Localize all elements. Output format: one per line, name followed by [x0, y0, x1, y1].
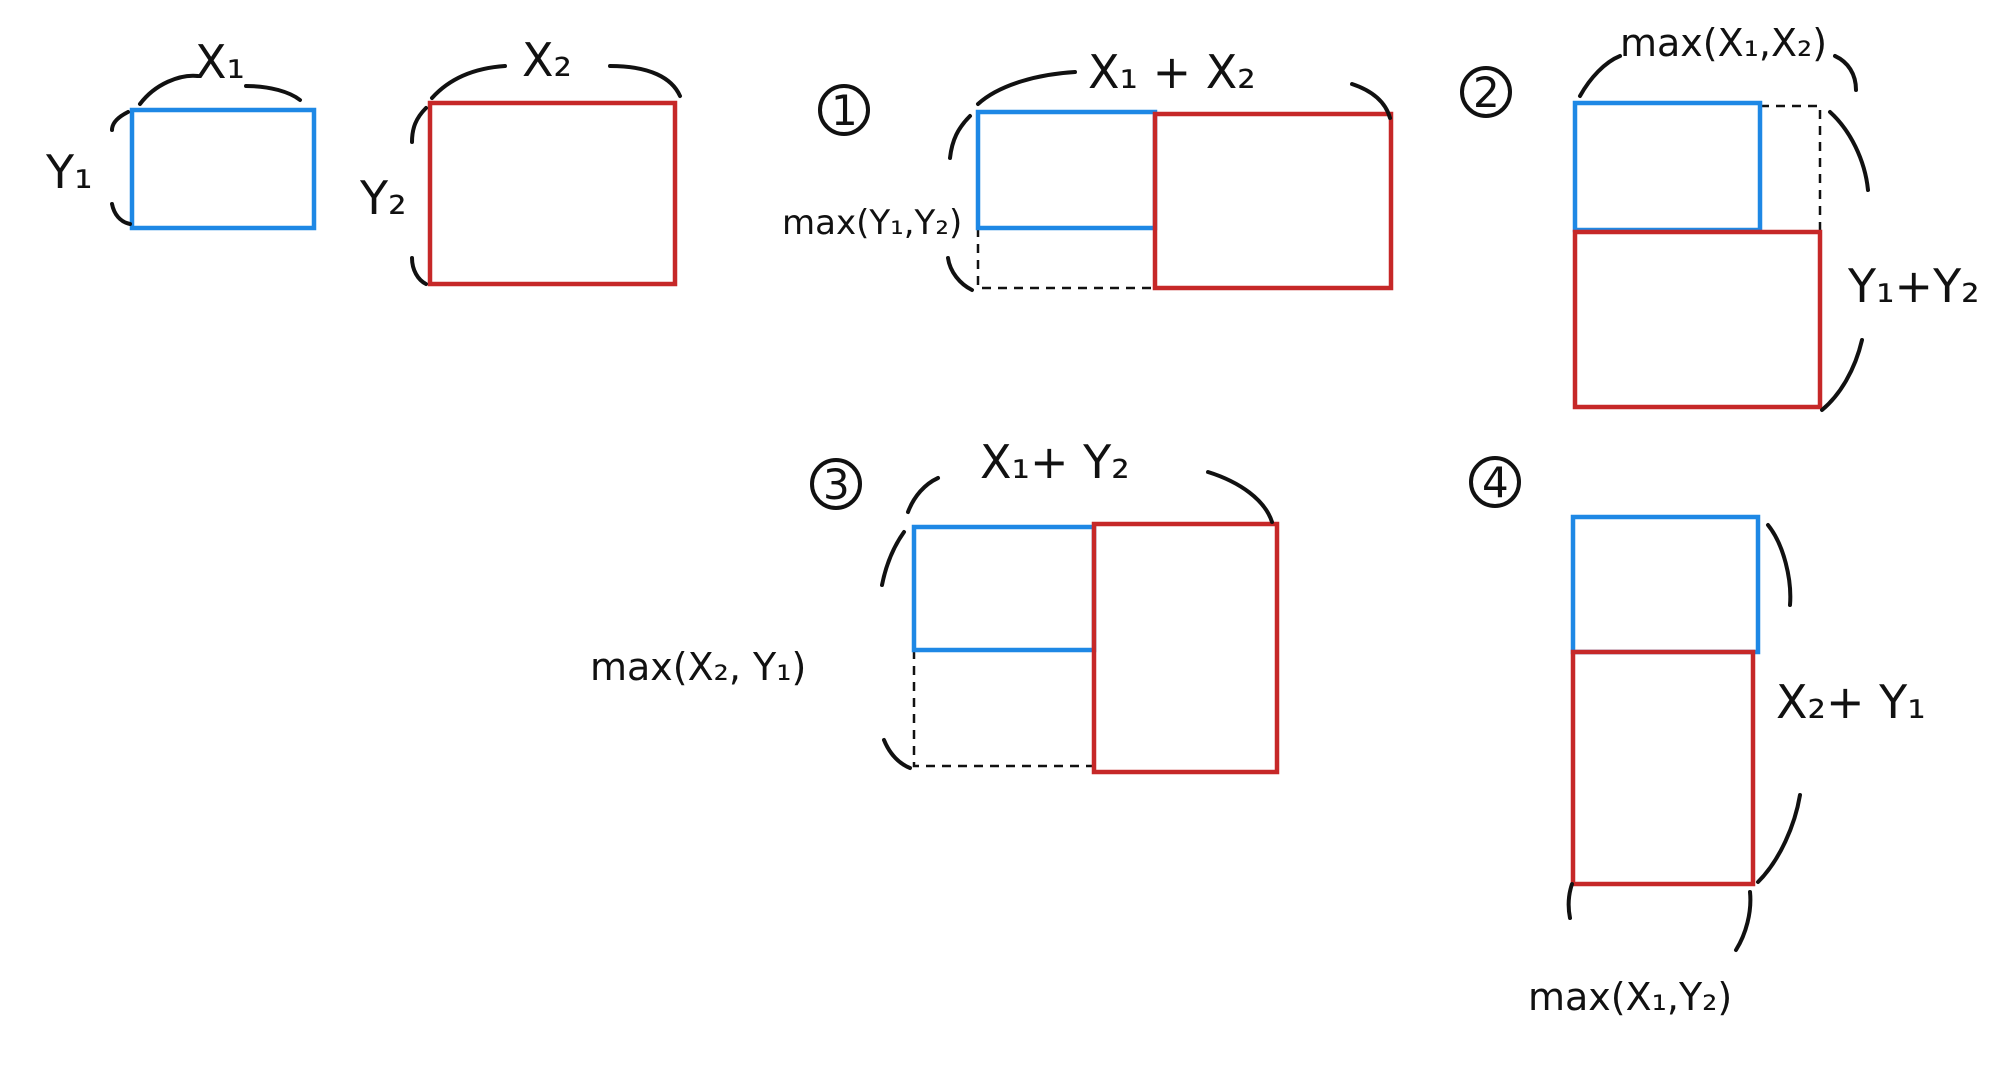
arrangement-2-height-label: Y₁+Y₂ — [1847, 259, 1980, 313]
arrangement-1-number-circle — [818, 84, 870, 136]
arrangement-3-number: 3 — [823, 460, 850, 509]
arrangement-3-bounding-box — [912, 650, 1094, 768]
input-rect-1 — [129, 107, 317, 231]
arrangement-1-width-brace — [976, 70, 1392, 120]
arrangement-3-width-label: X₁+ Y₂ — [980, 435, 1130, 489]
arrangement-2-number-circle — [1460, 66, 1512, 118]
arrangement-4-width-label: max(X₁,Y₂) — [1528, 975, 1732, 1019]
arrangement-1-number: 1 — [831, 86, 858, 135]
arrangement-2: 2 max(X₁,X₂) Y₁+Y₂ — [1460, 21, 1980, 412]
input-rect-2-height-label: Y₂ — [359, 171, 407, 225]
input-rect-2-height-brace — [410, 106, 428, 286]
arrangement-3-width-brace — [906, 470, 1274, 524]
arrangement-4: 4 X₂+ Y₁ max(X₁,Y₂) — [1469, 456, 1926, 1019]
arrangement-1-width-label: X₁ + X₂ — [1088, 45, 1256, 99]
arrangement-1-height-label: max(Y₁,Y₂) — [782, 203, 962, 243]
arrangement-3-number-circle — [810, 458, 862, 510]
arrangement-2-rect-2 — [1572, 229, 1823, 410]
input-rect-1-height-label: Y₁ — [45, 145, 93, 199]
arrangement-3: 3 X₁+ Y₂ max(X₂, Y₁) — [590, 435, 1280, 775]
input-rect-1-width-brace — [138, 73, 302, 106]
input-rect-1-height-brace — [110, 110, 132, 226]
arrangement-4-height-brace — [1756, 793, 1802, 884]
arrangement-1-height-brace — [946, 114, 974, 292]
arrangement-2-width-label: max(X₁,X₂) — [1620, 21, 1827, 65]
input-rect-2-width-label: X₂ — [522, 33, 572, 87]
arrangement-2-rect-1 — [1572, 100, 1763, 233]
arrangement-3-rect-2 — [1091, 521, 1280, 775]
arrangement-4-width-brace — [1566, 882, 1753, 952]
arrangement-4-number: 4 — [1482, 458, 1509, 507]
arrangement-2-number: 2 — [1473, 68, 1500, 117]
arrangement-1-bounding-box — [976, 228, 1152, 290]
arrangement-3-rect-1 — [911, 524, 1097, 653]
input-rect-2 — [427, 100, 678, 287]
arrangement-4-rect-2 — [1570, 649, 1756, 887]
arrangement-1-rect-1 — [975, 109, 1158, 231]
arrangement-2-height-brace — [1820, 110, 1870, 412]
arrangement-1: 1 X₁ + X₂ max(Y₁,Y₂) — [782, 45, 1394, 292]
arrangement-4-rect-1 — [1570, 514, 1761, 655]
arrangement-2-bounding-box — [1760, 104, 1822, 232]
arrangement-4-height-label: X₂+ Y₁ — [1776, 675, 1926, 729]
input-rect-1-width-label: X₁ — [195, 35, 245, 89]
arrangement-3-height-brace — [880, 530, 912, 770]
input-rect-1-group: X₁ Y₁ — [45, 35, 317, 231]
input-rect-2-width-brace — [430, 64, 682, 100]
input-rect-2-group: X₂ Y₂ — [359, 33, 682, 287]
arrangement-1-rect-2 — [1152, 111, 1394, 291]
arrangement-3-height-label: max(X₂, Y₁) — [590, 645, 806, 689]
arrangement-4-number-circle — [1469, 456, 1521, 508]
arrangement-4-upper-right-brace — [1766, 523, 1793, 607]
arrangement-2-width-brace — [1578, 54, 1858, 98]
